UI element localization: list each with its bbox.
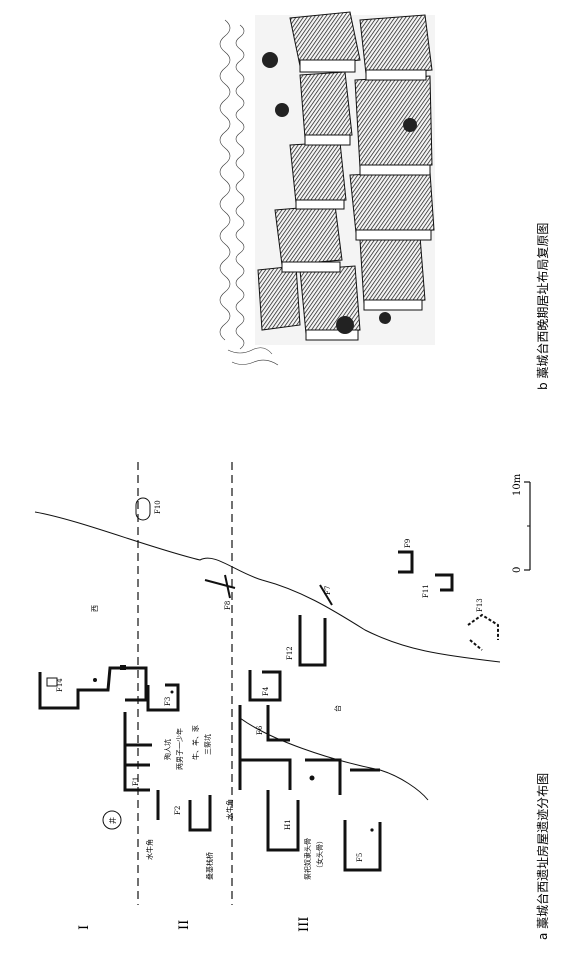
- house-f1: F1: [123, 712, 152, 792]
- label-f8: F8: [224, 601, 232, 610]
- well-marker: [102, 810, 122, 830]
- house-f6: F6: [238, 705, 292, 790]
- label-f9: F9: [404, 539, 412, 548]
- house-f10: F10: [135, 497, 162, 521]
- annot-animal-pit: 牛、羊、豕: [191, 725, 200, 760]
- label-f14: F14: [56, 678, 64, 692]
- reconstruction-drawing: b 藁城台西晚期居址布局复原图: [219, 11, 550, 390]
- label-f1: F1: [132, 777, 140, 786]
- site-plan: I II III 井 F14 F3 F1 F: [34, 462, 550, 940]
- house-walls: [281, 59, 432, 341]
- label-f6: F6: [256, 725, 264, 735]
- label-f11: F11: [422, 584, 430, 598]
- caption-a: a 藁城台西遗址房屋遗迹分布图: [535, 773, 550, 940]
- section-label-i: I: [77, 925, 92, 930]
- house-f11: F11: [422, 573, 454, 598]
- annot-west: 西: [91, 605, 99, 612]
- house-f3: F3: [146, 683, 180, 712]
- section-label-iii: III: [297, 917, 312, 932]
- label-f13: F13: [476, 598, 484, 612]
- label-f7: F7: [324, 586, 332, 595]
- house-f5: F5: [343, 820, 382, 872]
- well-label: 井: [108, 817, 117, 824]
- house-f13: F13: [467, 598, 499, 651]
- house-f4: F4: [248, 670, 282, 702]
- tree-band: [219, 19, 279, 366]
- house-f14: F14: [38, 665, 148, 710]
- label-f2: F2: [174, 806, 182, 815]
- annot-slave-2: （女头骨）: [315, 837, 324, 872]
- annot-tai: 台: [333, 705, 342, 712]
- house-f12: F12: [286, 615, 327, 667]
- label-f4: F4: [262, 686, 270, 696]
- house-f8: F8: [204, 574, 236, 610]
- trees: [262, 52, 417, 334]
- annot-water-trough-1: 水牛角: [145, 839, 154, 860]
- scale-zero: 0: [512, 567, 523, 573]
- scale-bar: 10m 0: [512, 473, 531, 573]
- label-h1: H1: [284, 819, 292, 830]
- section-label-ii: II: [177, 920, 192, 930]
- label-f3: F3: [164, 697, 172, 706]
- annot-water-trough-2: 水牛角: [225, 799, 234, 820]
- label-f10: F10: [154, 500, 162, 514]
- label-f12: F12: [286, 646, 294, 660]
- annot-burial-1: 殉人坑: [163, 739, 172, 760]
- house-f7: F7: [319, 584, 333, 606]
- house-f2: F2: [156, 790, 212, 832]
- annot-animal-pit-2: 三祭坑: [203, 734, 212, 755]
- house-f9: F9: [398, 539, 414, 574]
- annot-burial-2: 两男子一少年: [175, 728, 184, 770]
- annot-slave-1: 祭祀奴隶头骨: [303, 838, 312, 880]
- caption-b: b 藁城台西晚期居址布局复原图: [535, 223, 550, 390]
- scale-max: 10m: [512, 473, 523, 496]
- terrace-edge: [34, 511, 501, 663]
- annot-wood-frame: 叠基栈桥: [205, 852, 214, 880]
- label-f5: F5: [356, 853, 364, 862]
- house-roofs: [257, 11, 435, 335]
- house-f-lower: H1: [266, 758, 380, 852]
